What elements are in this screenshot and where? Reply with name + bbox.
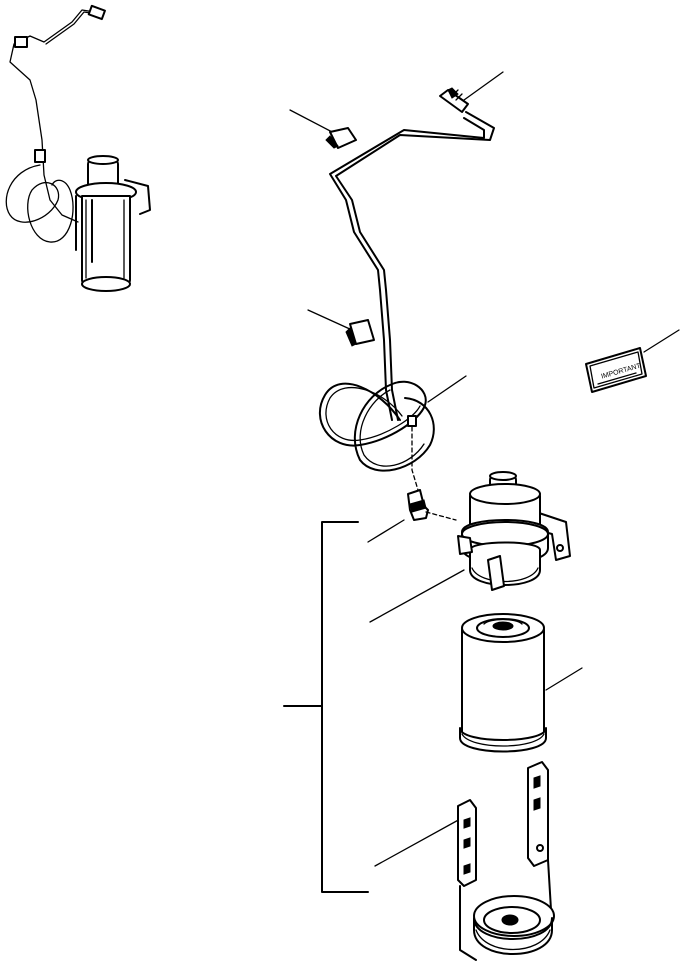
inset-clip-lower (34, 149, 46, 163)
leader-wire (427, 375, 467, 403)
leader-fitting (463, 71, 504, 101)
elbow-fitting (407, 489, 457, 521)
inset-clip (14, 36, 28, 48)
leader-decal (643, 329, 680, 353)
inset-filter-body (81, 195, 131, 290)
group-bracket (321, 521, 369, 893)
mounting-bracket (457, 761, 555, 961)
tube-clip-top (325, 127, 357, 149)
leader-bracket (374, 817, 463, 867)
filter-head (457, 471, 571, 591)
sensor-tube (329, 111, 495, 421)
inset-sensor-tube (9, 9, 96, 223)
inset-strap (75, 195, 93, 263)
tube-clip-middle (345, 319, 375, 347)
important-decal: IMPORTANT (585, 347, 647, 393)
leader-clip-top (289, 109, 337, 135)
leader-filter (545, 667, 583, 691)
leader-head (369, 569, 465, 623)
callout-leaders (289, 71, 680, 867)
tube-fitting (439, 87, 469, 113)
assembled-view-inset (5, 4, 151, 292)
inset-bracket (124, 179, 151, 215)
fuel-filter-element (459, 613, 547, 753)
inset-wire-coil (5, 164, 74, 243)
leader-clip-mid (307, 309, 353, 331)
sensor-wire-coil (319, 380, 435, 491)
inset-fitting (87, 4, 106, 21)
leader-elbow (367, 519, 405, 543)
